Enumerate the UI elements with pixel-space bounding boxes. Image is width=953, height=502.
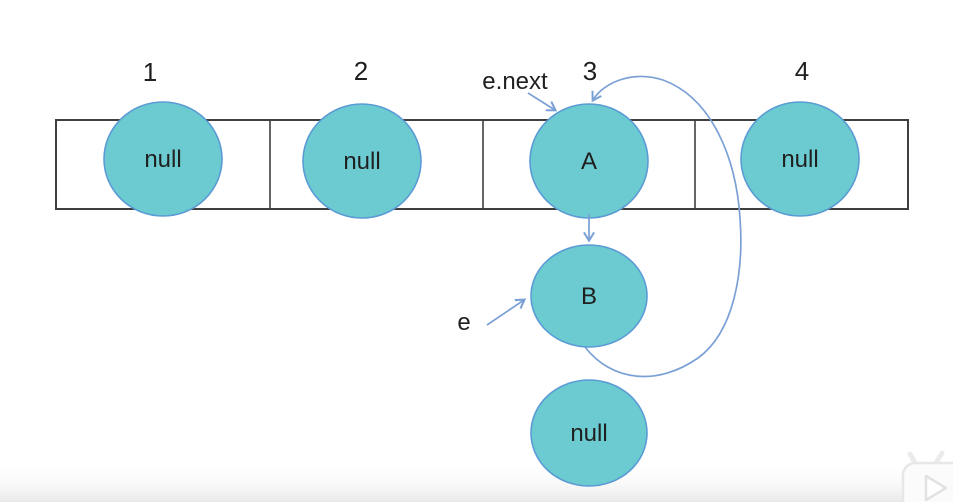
node-slot-4 — [740, 101, 860, 217]
e-label: e — [457, 309, 470, 336]
watermark-play-triangle — [924, 474, 948, 502]
node-slot-3-label: A — [581, 148, 597, 175]
bucket-array-outline — [55, 119, 909, 210]
video-watermark-play-icon[interactable] — [901, 450, 953, 502]
index-label-3: 3 — [583, 56, 597, 86]
node-slot-1 — [103, 101, 223, 217]
node-slot-4-label: null — [781, 146, 818, 173]
node-tail-null — [530, 379, 648, 487]
bucket-array — [55, 119, 909, 210]
node-slot-1-label: null — [144, 146, 181, 173]
chain-below-slot-3: B null — [530, 214, 648, 487]
arrow-e — [486, 298, 527, 326]
pointer-annotations: e.next e — [457, 68, 558, 336]
node-slot-2 — [302, 103, 422, 219]
node-slot-2-label: null — [343, 148, 380, 175]
curve-pointer-b-to-a — [584, 75, 742, 378]
e-next-label: e.next — [482, 68, 548, 95]
index-labels: 1 2 3 4 — [143, 56, 809, 87]
index-label-2: 2 — [354, 56, 368, 86]
node-tail-null-label: null — [570, 420, 607, 447]
node-b — [530, 244, 648, 348]
index-label-1: 1 — [143, 57, 157, 87]
slot-nodes: null null A null — [103, 101, 860, 219]
bottom-gradient — [0, 462, 953, 502]
arrow-e-next — [527, 92, 558, 112]
node-b-label: B — [581, 283, 597, 310]
index-label-4: 4 — [795, 56, 809, 86]
